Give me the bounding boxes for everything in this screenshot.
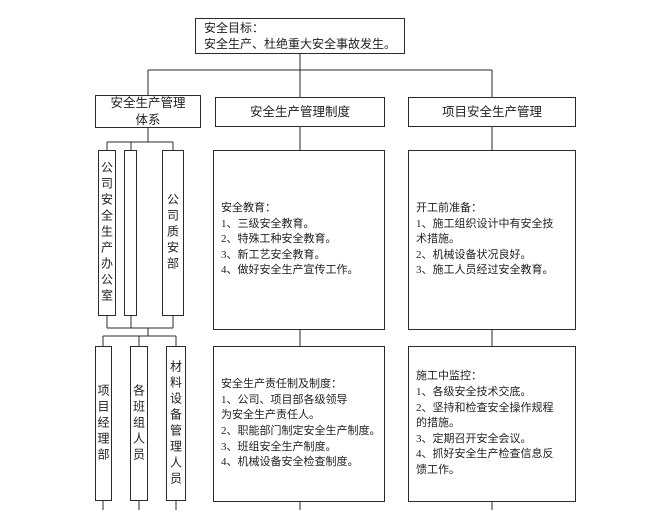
- org-box-project-manager-dept-label: 项目经理部: [96, 383, 110, 464]
- box-construction-monitoring: 施工中监控： 1、各级安全技术交底。 2、坚持和检查安全操作规程 的措施。 3、…: [408, 346, 576, 502]
- header-project-management-label: 项目安全生产管理: [441, 104, 542, 119]
- org-box-company-safety-office: 公司安全生产办公室: [98, 150, 116, 316]
- header-management-system-label: 安全生产管理 体系: [110, 96, 186, 127]
- org-box-team-members: 各班组人员: [130, 346, 148, 501]
- box-safety-education: 安全教育： 1、三级安全教育。 2、特殊工种安全教育。 3、新工艺安全教育。 4…: [213, 150, 385, 330]
- header-management-system: 安全生产管理 体系: [95, 95, 201, 128]
- box-responsibility-system: 安全生产责任制及制度： 1、公司、项目部各级领导 为安全生产责任人。 2、职能部…: [213, 346, 385, 502]
- org-box-company-safety-office-label: 公司安全生产办公室: [99, 161, 114, 305]
- org-box-team-members-label: 各班组人员: [131, 383, 146, 464]
- box-responsibility-system-text: 安全生产责任制及制度： 1、公司、项目部各级领导 为安全生产责任人。 2、职能部…: [221, 378, 381, 469]
- org-box-material-equipment-staff-label: 材料设备管理人员: [168, 359, 183, 488]
- org-box-quality-safety-dept: 公司质安部: [162, 150, 184, 316]
- org-box-material-equipment-staff: 材料设备管理人员: [166, 346, 186, 501]
- goal-box: 安全目标： 安全生产、杜绝重大安全事故发生。: [195, 18, 405, 54]
- header-management-rules-label: 安全生产管理制度: [249, 104, 350, 119]
- box-safety-education-text: 安全教育： 1、三级安全教育。 2、特殊工种安全教育。 3、新工艺安全教育。 4…: [221, 201, 359, 277]
- org-box-project-manager-dept: 项目经理部: [95, 346, 112, 501]
- box-pre-construction-preparation-text: 开工前准备： 1、施工组织设计中有安全技 术措施。 2、机械设备状况良好。 3、…: [416, 201, 554, 277]
- box-pre-construction-preparation: 开工前准备： 1、施工组织设计中有安全技 术措施。 2、机械设备状况良好。 3、…: [408, 150, 576, 330]
- box-construction-monitoring-text: 施工中监控： 1、各级安全技术交底。 2、坚持和检查安全操作规程 的措施。 3、…: [416, 370, 554, 477]
- org-box-blank: [124, 150, 137, 316]
- header-management-rules: 安全生产管理制度: [215, 97, 385, 127]
- org-box-quality-safety-dept-label: 公司质安部: [165, 193, 180, 273]
- header-project-management: 项目安全生产管理: [408, 97, 576, 127]
- goal-text: 安全目标： 安全生产、杜绝重大安全事故发生。: [204, 20, 397, 51]
